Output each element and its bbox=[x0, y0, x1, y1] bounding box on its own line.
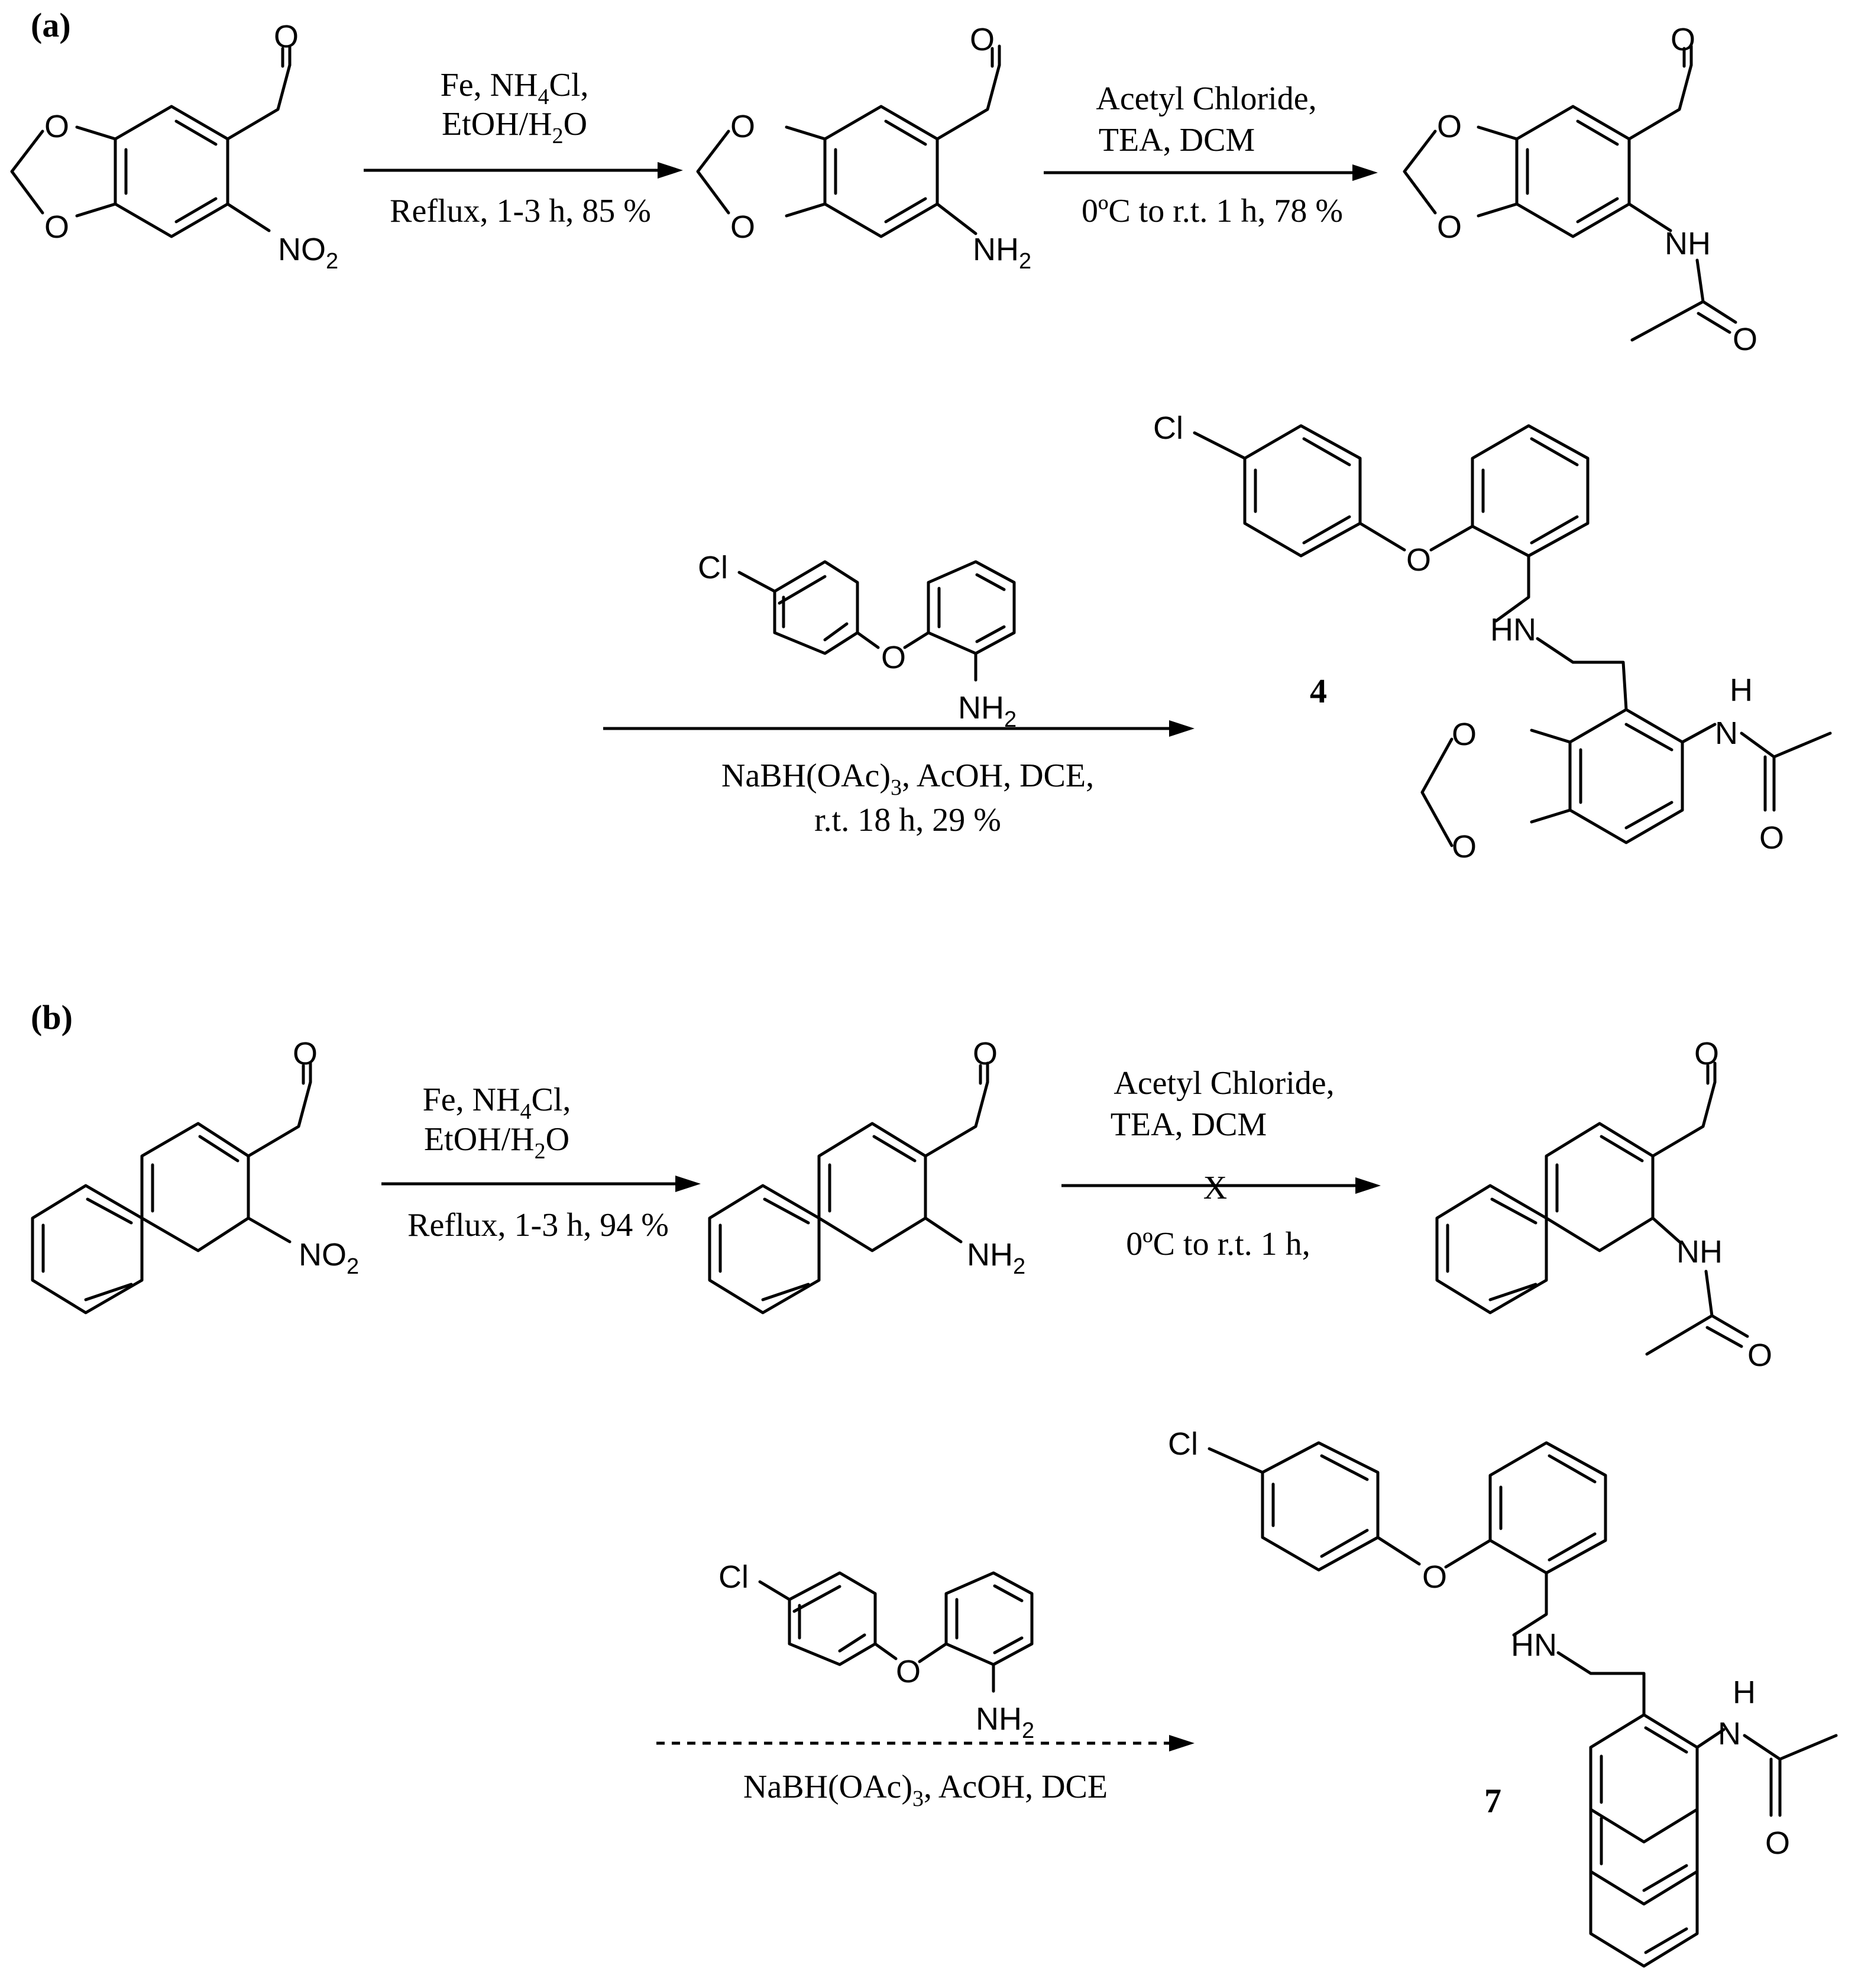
b-intermediate-amino-naphthaldehyde: O NH2 bbox=[708, 1036, 1025, 1314]
atom-O: O bbox=[1452, 717, 1477, 752]
b-step2-reagents: Acetyl Chloride, bbox=[1113, 1065, 1334, 1102]
compound-4-label: 4 bbox=[1310, 672, 1327, 710]
amine-HN: HN bbox=[1511, 1627, 1557, 1663]
b-target-acetamide: O NH O bbox=[1435, 1036, 1772, 1373]
atom-O: O bbox=[1671, 22, 1695, 57]
amide-N: N bbox=[1715, 715, 1738, 751]
amide-NH: NH bbox=[1665, 226, 1711, 261]
a-step1-solvent: EtOH/H2O bbox=[442, 106, 587, 148]
amide-H: H bbox=[1733, 1675, 1756, 1710]
b-step2-conditions: 0ºC to r.t. 1 h, bbox=[1126, 1226, 1310, 1262]
b-step2-base-solvent: TEA, DCM bbox=[1111, 1106, 1267, 1143]
atom-O: O bbox=[293, 1036, 318, 1071]
a-step1-conditions: Reflux, 1-3 h, 85 % bbox=[390, 193, 651, 229]
atom-O: O bbox=[1747, 1338, 1772, 1373]
atom-O: O bbox=[1733, 322, 1757, 357]
reagent-NH2: NH2 bbox=[976, 1701, 1034, 1743]
atom-O: O bbox=[1422, 1559, 1447, 1595]
atom-O: O bbox=[973, 1036, 998, 1071]
b-step3-conditions: NaBH(OAc)3, AcOH, DCE bbox=[743, 1769, 1108, 1811]
b-step1-reagents: Fe, NH4Cl, bbox=[423, 1082, 571, 1124]
atom-O: O bbox=[896, 1654, 921, 1689]
reagent-NH2: NH2 bbox=[958, 690, 1017, 732]
a-step3-conditions: NaBH(OAc)3, AcOH, DCE, bbox=[721, 757, 1094, 800]
b-start-nitro-naphthaldehyde: O NO2 bbox=[31, 1036, 359, 1314]
atom-O: O bbox=[730, 209, 755, 245]
b-step1-conditions: Reflux, 1-3 h, 94 % bbox=[407, 1207, 669, 1244]
atom-O: O bbox=[1437, 109, 1462, 144]
atom-Cl: Cl bbox=[718, 1559, 749, 1595]
b-step1-solvent: EtOH/H2O bbox=[424, 1121, 569, 1164]
a-step2-reagents: Acetyl Chloride, bbox=[1096, 80, 1316, 117]
a-start-nitro-benzodioxole: O O O NO2 bbox=[10, 19, 338, 274]
b-reagent-chlorophenoxy-aniline: Cl O NH2 bbox=[718, 1559, 1034, 1743]
atom-Cl: Cl bbox=[698, 550, 728, 585]
panel-a-label: (a) bbox=[31, 6, 71, 44]
atom-Cl: Cl bbox=[1168, 1426, 1198, 1462]
atom-O: O bbox=[274, 19, 299, 54]
a-step1-reagents: Fe, NH4Cl, bbox=[441, 67, 589, 109]
amine-HN: HN bbox=[1490, 612, 1536, 647]
amide-H: H bbox=[1730, 672, 1753, 708]
amino-group: NH2 bbox=[973, 232, 1031, 274]
atom-O: O bbox=[1759, 820, 1784, 856]
compound-7-label: 7 bbox=[1484, 1782, 1501, 1820]
atom-O: O bbox=[1694, 1036, 1719, 1071]
compound-7-structure: Cl O HN H N O bbox=[1168, 1426, 1838, 1968]
atom-O: O bbox=[1765, 1825, 1790, 1861]
amino-group: NH2 bbox=[967, 1237, 1025, 1279]
atom-Cl: Cl bbox=[1153, 410, 1183, 446]
a-reagent-chlorophenoxy-aniline: Cl O NH2 bbox=[698, 550, 1017, 732]
a-intermediate-acetamide: O O O NH O bbox=[1403, 22, 1757, 357]
atom-O: O bbox=[1406, 542, 1431, 578]
nitro-group: NO2 bbox=[278, 232, 338, 274]
atom-O: O bbox=[1437, 209, 1462, 245]
a-step3-time-yield: r.t. 18 h, 29 % bbox=[814, 802, 1001, 838]
atom-O: O bbox=[44, 109, 69, 144]
amide-NH: NH bbox=[1676, 1234, 1723, 1270]
compound-4-structure: Cl O HN O O H N O bbox=[1153, 410, 1832, 865]
atom-O: O bbox=[970, 22, 995, 57]
nitro-group: NO2 bbox=[299, 1237, 359, 1279]
atom-O: O bbox=[881, 640, 906, 675]
amide-N: N bbox=[1718, 1716, 1741, 1751]
a-step2-base-solvent: TEA, DCM bbox=[1099, 122, 1255, 158]
atom-O: O bbox=[730, 109, 755, 144]
atom-O: O bbox=[44, 209, 69, 245]
a-step2-conditions: 0ºC to r.t. 1 h, 78 % bbox=[1082, 193, 1343, 229]
reaction-failed-x-mark: X bbox=[1203, 1170, 1227, 1206]
panel-b-label: (b) bbox=[31, 998, 73, 1037]
atom-O: O bbox=[1452, 829, 1477, 865]
a-intermediate-amino-benzodioxole: O O O NH2 bbox=[696, 22, 1031, 274]
